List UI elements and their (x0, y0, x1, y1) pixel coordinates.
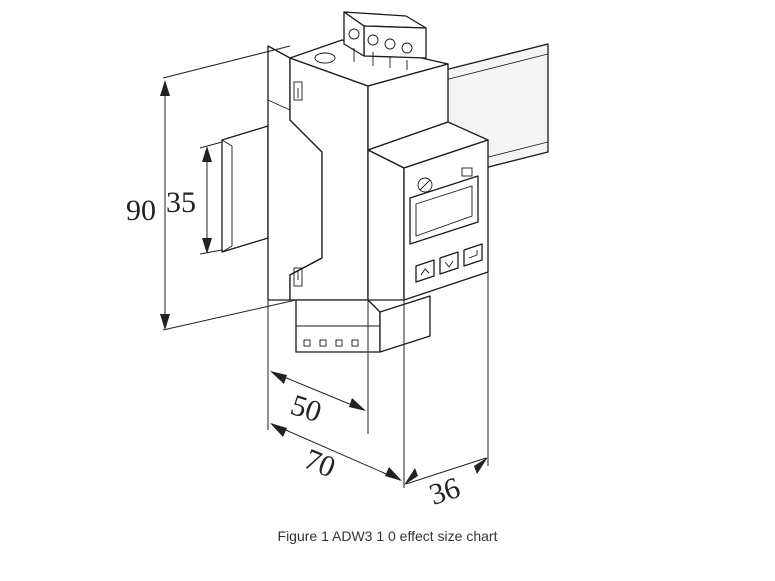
bottom-terminals (295, 295, 431, 353)
lcd-display (409, 175, 479, 245)
device-front (367, 139, 489, 301)
adjust-screw-icon (417, 177, 433, 193)
dim-label-36: 36 (425, 471, 464, 512)
device-side (267, 45, 369, 301)
dim-label-90: 90 (126, 194, 156, 227)
figure-caption: Figure 1 ADW3 1 0 effect size chart (277, 528, 498, 544)
left-button (415, 259, 435, 283)
dim-rail-height: 35 (166, 141, 223, 255)
down-button (439, 251, 459, 275)
dim-label-50: 50 (287, 388, 326, 429)
dim-label-35: 35 (166, 186, 196, 219)
dim-total-height: 90 (126, 45, 297, 331)
device-top (289, 39, 489, 169)
dim-label-70: 70 (300, 443, 340, 485)
enter-button (463, 243, 483, 267)
terminal-block (343, 11, 427, 70)
front-buttons (415, 243, 483, 283)
